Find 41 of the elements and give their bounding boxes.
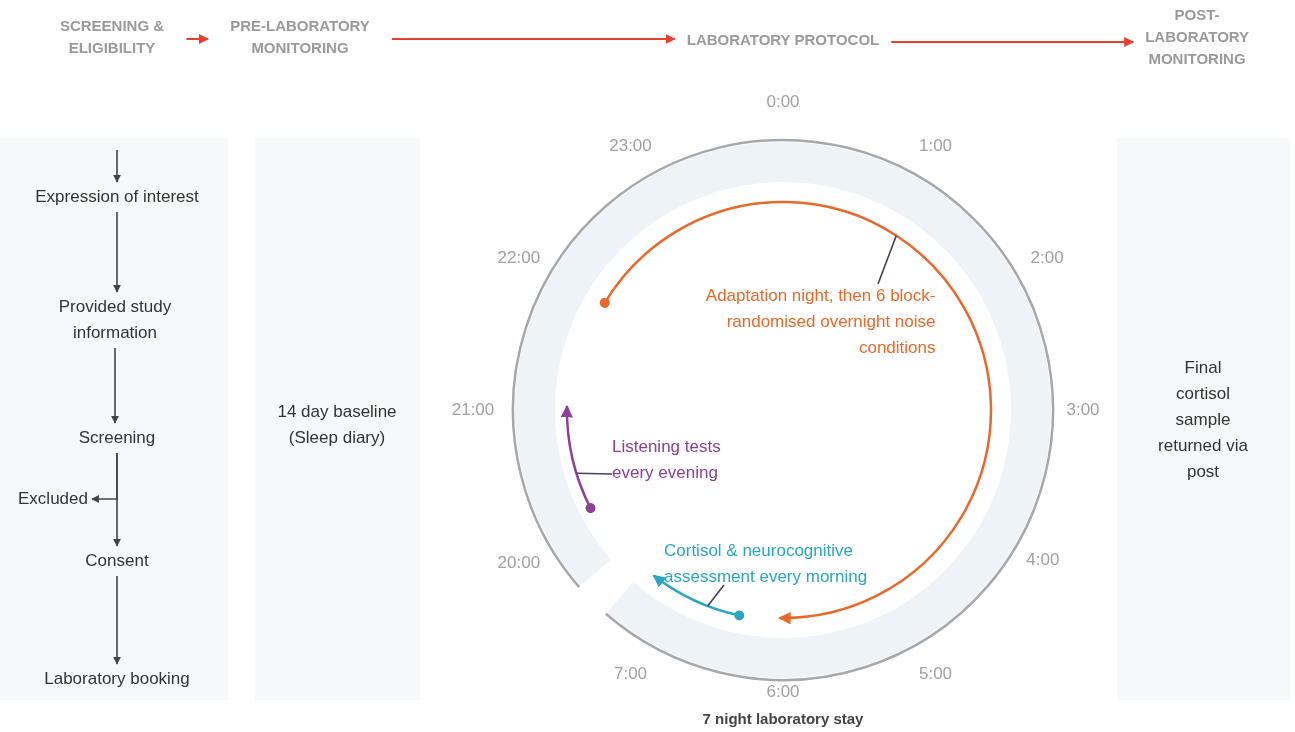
stage-heading: LABORATORY PROTOCOL [686, 29, 880, 51]
time-label: 22:00 [497, 246, 541, 269]
arrow [113, 452, 121, 547]
arrow [111, 347, 119, 424]
note-text: Final cortisol sample returned via post [1157, 355, 1249, 485]
time-label: 20:00 [497, 551, 541, 574]
time-label: 4:00 [1026, 549, 1060, 571]
arc-arrow [599, 200, 992, 624]
time-label: 1:00 [918, 134, 953, 157]
time-label: 7:00 [613, 663, 648, 686]
stage-heading: POST-LABORATORY MONITORING [1145, 4, 1249, 70]
caption-text: 7 night laboratory stay [702, 709, 864, 729]
time-label: 23:00 [609, 134, 652, 157]
arrow [890, 37, 1135, 47]
arrow [185, 34, 209, 44]
time-label: 0:00 [766, 91, 800, 113]
step-label: Laboratory booking [44, 666, 190, 692]
step-label: Consent [85, 548, 149, 574]
time-label: 3:00 [1066, 399, 1100, 421]
step-label: Provided study information [40, 294, 190, 346]
arc-arrow [561, 404, 596, 514]
step-label: Expression of interest [35, 184, 199, 210]
note-text: 14 day baseline (Sleep diary) [262, 399, 412, 451]
annotation-text: Cortisol & neurocognitive assessment every morning [664, 538, 896, 590]
stage-heading: SCREENING & ELIGIBILITY [49, 15, 175, 59]
leader-line [706, 584, 725, 607]
leader-line [877, 234, 898, 285]
stage-heading: PRE-LABORATORY MONITORING [220, 15, 380, 59]
arrow [113, 211, 121, 293]
step-label: Excluded [18, 486, 88, 512]
time-label: 5:00 [918, 663, 953, 686]
leader-line [575, 472, 613, 475]
time-label: 2:00 [1030, 246, 1064, 269]
annotation-text: Adaptation night, then 6 block-randomised overnight noise conditions [700, 283, 936, 361]
arrow [113, 575, 121, 665]
step-label: Screening [78, 425, 156, 451]
arrow [391, 34, 676, 44]
time-label: 21:00 [451, 399, 495, 421]
arrow [113, 149, 121, 183]
time-label: 6:00 [766, 681, 800, 703]
annotation-text: Listening tests every evening [612, 434, 730, 486]
